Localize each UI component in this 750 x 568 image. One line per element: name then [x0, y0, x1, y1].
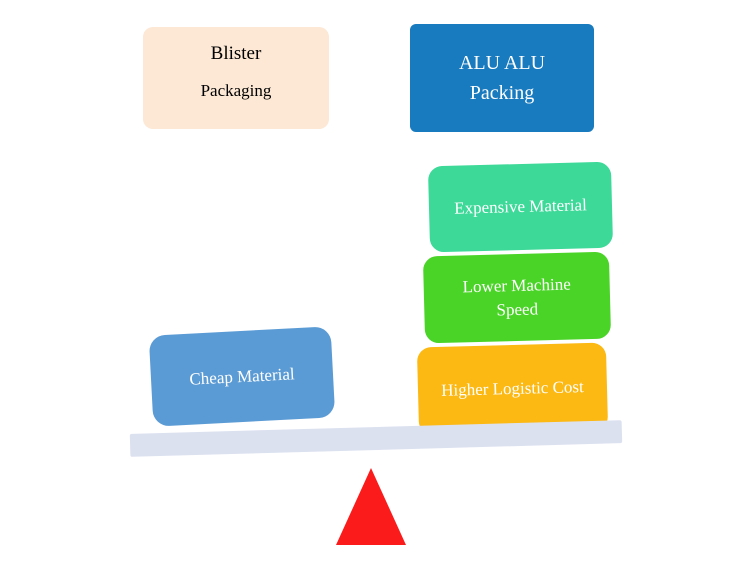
seesaw-plank — [129, 420, 623, 457]
blister-card-title-line2: Packaging — [200, 81, 272, 100]
fulcrum-triangle — [336, 468, 406, 545]
blister-card-title-line1: Blister — [210, 43, 262, 64]
alu-alu-packing-card: ALU ALU Packing — [410, 24, 594, 132]
blister-packaging-card: Blister Packaging — [143, 27, 329, 129]
cheap-material-label: Cheap Material — [188, 363, 296, 389]
cheap-material-box: Cheap Material — [148, 326, 336, 427]
lower-machine-speed-label: Lower Machine Speed — [462, 274, 571, 320]
expensive-material-box: Expensive Material — [427, 161, 614, 253]
expensive-material-label: Expensive Material — [453, 195, 588, 218]
lower-machine-speed-box: Lower Machine Speed — [422, 251, 612, 344]
higher-logistic-cost-label: Higher Logistic Cost — [440, 377, 585, 400]
alu-alu-packing-label: ALU ALU Packing — [458, 52, 546, 104]
